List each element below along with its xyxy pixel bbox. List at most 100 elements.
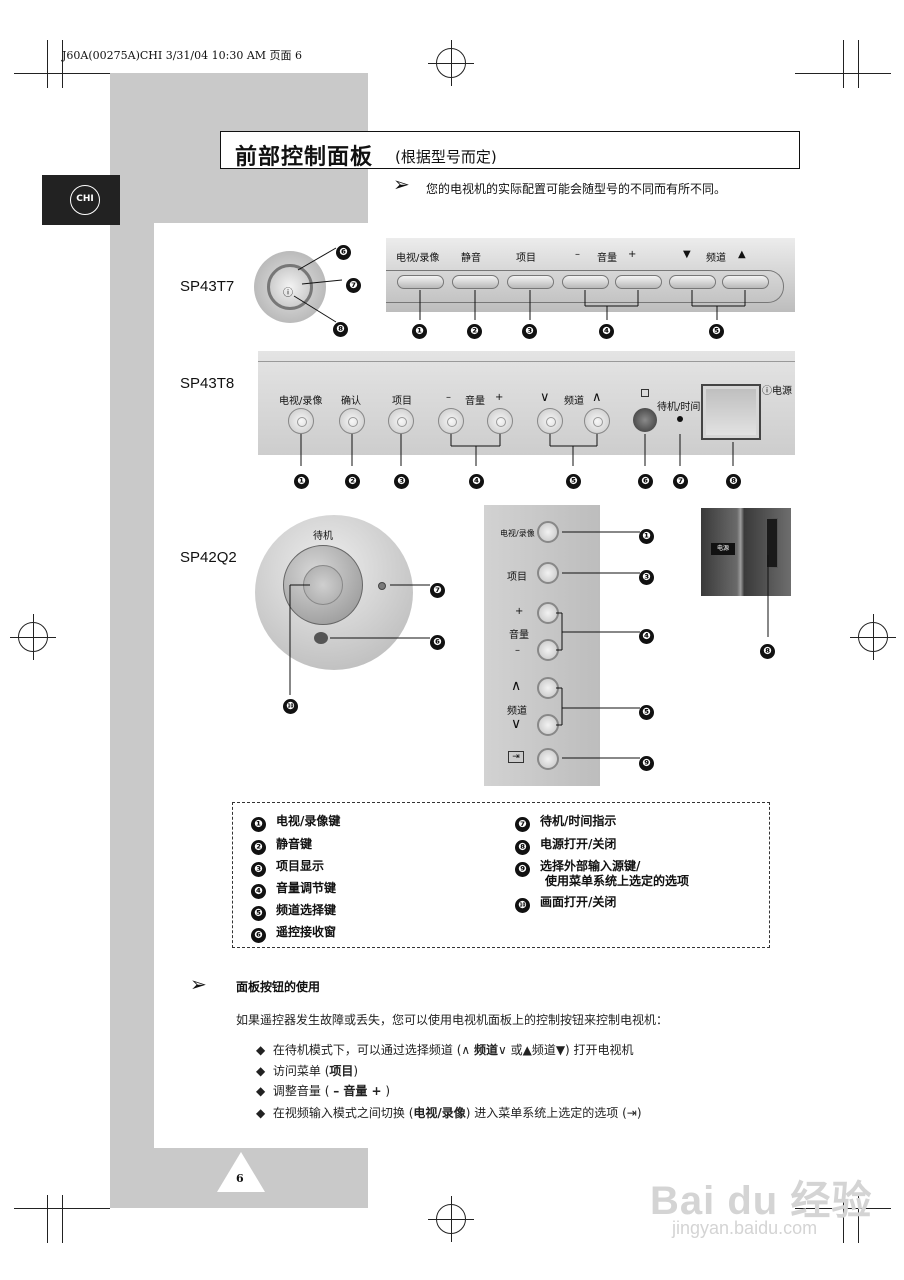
power-callout-line xyxy=(767,555,769,637)
label-ok: 确认 xyxy=(341,396,361,407)
legend-num: ❶ xyxy=(251,817,266,832)
label-menu: 项目 xyxy=(507,572,527,583)
callout-8: ❽ xyxy=(333,322,348,337)
page-subtitle: (根据型号而定) xyxy=(395,148,497,166)
label-menu: 项目 xyxy=(392,396,412,407)
vol-down-button[interactable] xyxy=(562,275,609,289)
crop-mark xyxy=(47,1195,48,1243)
source-button[interactable] xyxy=(537,748,559,770)
callout-7: ❼ xyxy=(673,474,688,489)
bullet-text: ∨ 或▲频道▼) 打开电视机 xyxy=(498,1043,634,1057)
vol-up-button[interactable] xyxy=(615,275,662,289)
standby-led xyxy=(677,416,683,422)
legend-text: 遥控接收窗 xyxy=(276,925,337,939)
page-title: 前部控制面板 xyxy=(235,145,374,170)
watermark-url: jingyan.baidu.com xyxy=(672,1218,818,1238)
page-band xyxy=(110,73,154,1150)
ch-down-button[interactable] xyxy=(537,408,563,434)
bullet-text: ) 进入菜单系统上选定的选项 (⇥) xyxy=(465,1106,642,1120)
callout-5: ❺ xyxy=(709,324,724,339)
label-vol-minus: – xyxy=(446,392,451,403)
mute-button[interactable] xyxy=(452,275,499,289)
vol-up-button[interactable] xyxy=(487,408,513,434)
label-channel: 频道 xyxy=(564,396,584,407)
arrow-icon: ➢ xyxy=(190,972,207,996)
bullet-text: 调整音量 ( xyxy=(272,1084,334,1098)
legend-text: 电视/录像键 xyxy=(276,814,341,828)
label-ch-up: ∧ xyxy=(592,390,602,405)
ch-up-button[interactable] xyxy=(584,408,610,434)
callout-5: ❺ xyxy=(566,474,581,489)
callout-3: ❸ xyxy=(639,570,654,585)
callout-4: ❹ xyxy=(599,324,614,339)
legend-num: ❽ xyxy=(515,840,530,855)
print-header: J60A(00275A)CHI 3/31/04 10:30 AM 页面 6 xyxy=(62,49,303,62)
callout-3: ❸ xyxy=(394,474,409,489)
callout-6: ❻ xyxy=(638,474,653,489)
power-rocker[interactable] xyxy=(766,518,778,568)
registration-mark xyxy=(428,40,474,86)
legend-box xyxy=(232,802,770,948)
remote-sensor xyxy=(633,408,657,432)
remote-sensor xyxy=(314,632,328,644)
ch-down-button[interactable] xyxy=(669,275,716,289)
ch-up-button[interactable] xyxy=(722,275,769,289)
label-ch-down: ∨ xyxy=(511,716,522,732)
power-switch[interactable] xyxy=(701,384,761,440)
arrow-icon: ➢ xyxy=(393,172,410,196)
label-ch-up: ▲ xyxy=(738,249,746,260)
bullet-bold: – 音量 + xyxy=(333,1084,382,1098)
ok-button[interactable] xyxy=(339,408,365,434)
label-vol-plus: + xyxy=(515,606,524,617)
page-number: 6 xyxy=(236,1172,244,1185)
callout-7: ❼ xyxy=(346,278,361,293)
label-menu: 项目 xyxy=(516,253,536,264)
crop-mark xyxy=(62,40,63,88)
crop-mark xyxy=(843,1195,844,1243)
legend-num: ❹ xyxy=(251,884,266,899)
callout-5: ❺ xyxy=(639,705,654,720)
callout-10: ❿ xyxy=(283,699,298,714)
callout-8: ❽ xyxy=(726,474,741,489)
legend-num: ❷ xyxy=(251,840,266,855)
bullet-text: ) xyxy=(353,1064,359,1078)
menu-button[interactable] xyxy=(507,275,554,289)
callout-3: ❸ xyxy=(522,324,537,339)
menu-button[interactable] xyxy=(388,408,414,434)
usage-heading: 面板按钮的使用 xyxy=(236,980,321,994)
callout-1: ❶ xyxy=(639,529,654,544)
remote-sensor-icon xyxy=(641,389,649,397)
label-volume: 音量 xyxy=(509,630,529,641)
legend-text: 画面打开/关闭 xyxy=(540,895,617,909)
callout-2: ❷ xyxy=(467,324,482,339)
callout-8: ❽ xyxy=(760,644,775,659)
sp43t8-callout-lines xyxy=(300,434,734,466)
label-tvvideo: 电视/录像 xyxy=(279,396,323,407)
label-tvvideo: 电视/录像 xyxy=(500,529,535,538)
usage-bullet: ◆ 访问菜单 (项目) xyxy=(256,1062,358,1079)
bullet-bold: 电视/录像 xyxy=(413,1106,466,1120)
tvvideo-button[interactable] xyxy=(537,521,559,543)
label-standby: 待机/时间 xyxy=(657,402,701,413)
label-power: ⓘ电源 xyxy=(762,386,792,397)
label-channel: 频道 xyxy=(507,706,527,717)
tvvideo-button[interactable] xyxy=(288,408,314,434)
crop-mark xyxy=(47,40,48,88)
label-volume: 音量 xyxy=(465,396,485,407)
label-ch-down: ∨ xyxy=(540,390,550,405)
crop-mark xyxy=(843,40,844,88)
tvvideo-button[interactable] xyxy=(397,275,444,289)
power-button[interactable] xyxy=(267,264,313,310)
legend-item: 使用菜单系统上选定的选项 xyxy=(545,872,689,889)
registration-mark xyxy=(428,1196,474,1242)
menu-button[interactable] xyxy=(537,562,559,584)
knob-callout-lines xyxy=(293,247,343,323)
legend-num: ❻ xyxy=(251,928,266,943)
vol-down-button[interactable] xyxy=(438,408,464,434)
label-ch-up: ∧ xyxy=(511,678,522,694)
